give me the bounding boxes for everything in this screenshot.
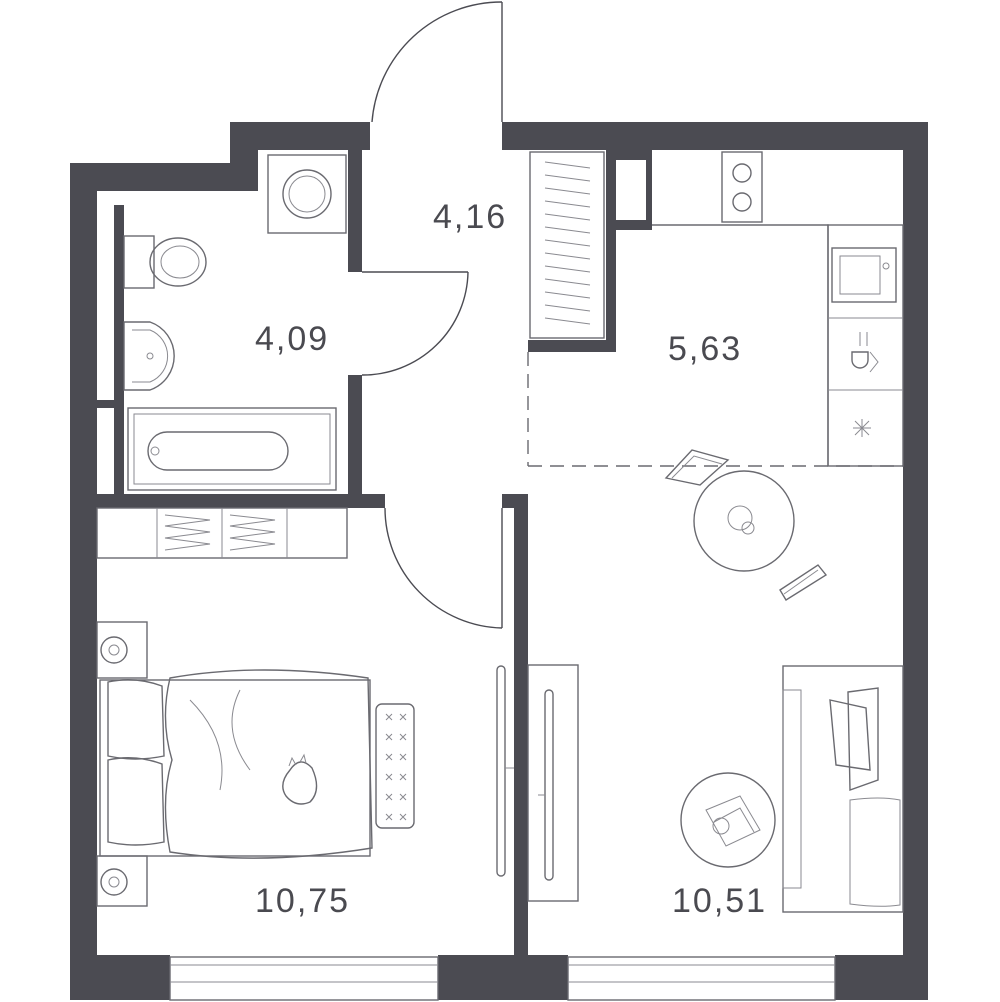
wardrobe-icon <box>529 151 605 339</box>
dining-table-icon <box>664 449 828 601</box>
kitchen-sink-icon <box>831 247 897 303</box>
kitchen-counter <box>652 224 904 467</box>
window-icon <box>567 956 836 1001</box>
cat-icon <box>282 753 318 805</box>
nightstand-icon <box>96 621 148 679</box>
sofa-icon <box>782 665 904 913</box>
window-icon <box>169 956 439 1001</box>
coffee-table-icon <box>680 772 776 868</box>
tv-icon <box>527 664 579 902</box>
mirror-icon <box>496 665 514 877</box>
nightstand-icon <box>96 855 148 907</box>
door-icon <box>361 271 469 376</box>
wardrobe-icon <box>96 507 348 559</box>
room-area-bathroom: 4,09 <box>255 320 329 358</box>
door-icon <box>384 507 503 629</box>
bed-bench <box>375 703 415 829</box>
room-area-hall: 4,16 <box>433 198 507 236</box>
walls <box>70 122 928 1000</box>
dishwasher-icon <box>851 332 879 373</box>
room-area-living: 10,51 <box>672 882 767 920</box>
room-area-bedroom: 10,75 <box>255 882 350 920</box>
room-area-kitchen: 5,63 <box>668 330 742 368</box>
bathtub-icon <box>127 407 337 491</box>
stove-icon <box>721 151 763 223</box>
door-icon <box>371 1 503 123</box>
toilet-icon <box>123 235 207 289</box>
bed-icon <box>99 669 373 859</box>
washing-machine-icon <box>267 154 347 234</box>
fridge-icon <box>853 419 871 437</box>
sink-icon <box>123 321 175 391</box>
